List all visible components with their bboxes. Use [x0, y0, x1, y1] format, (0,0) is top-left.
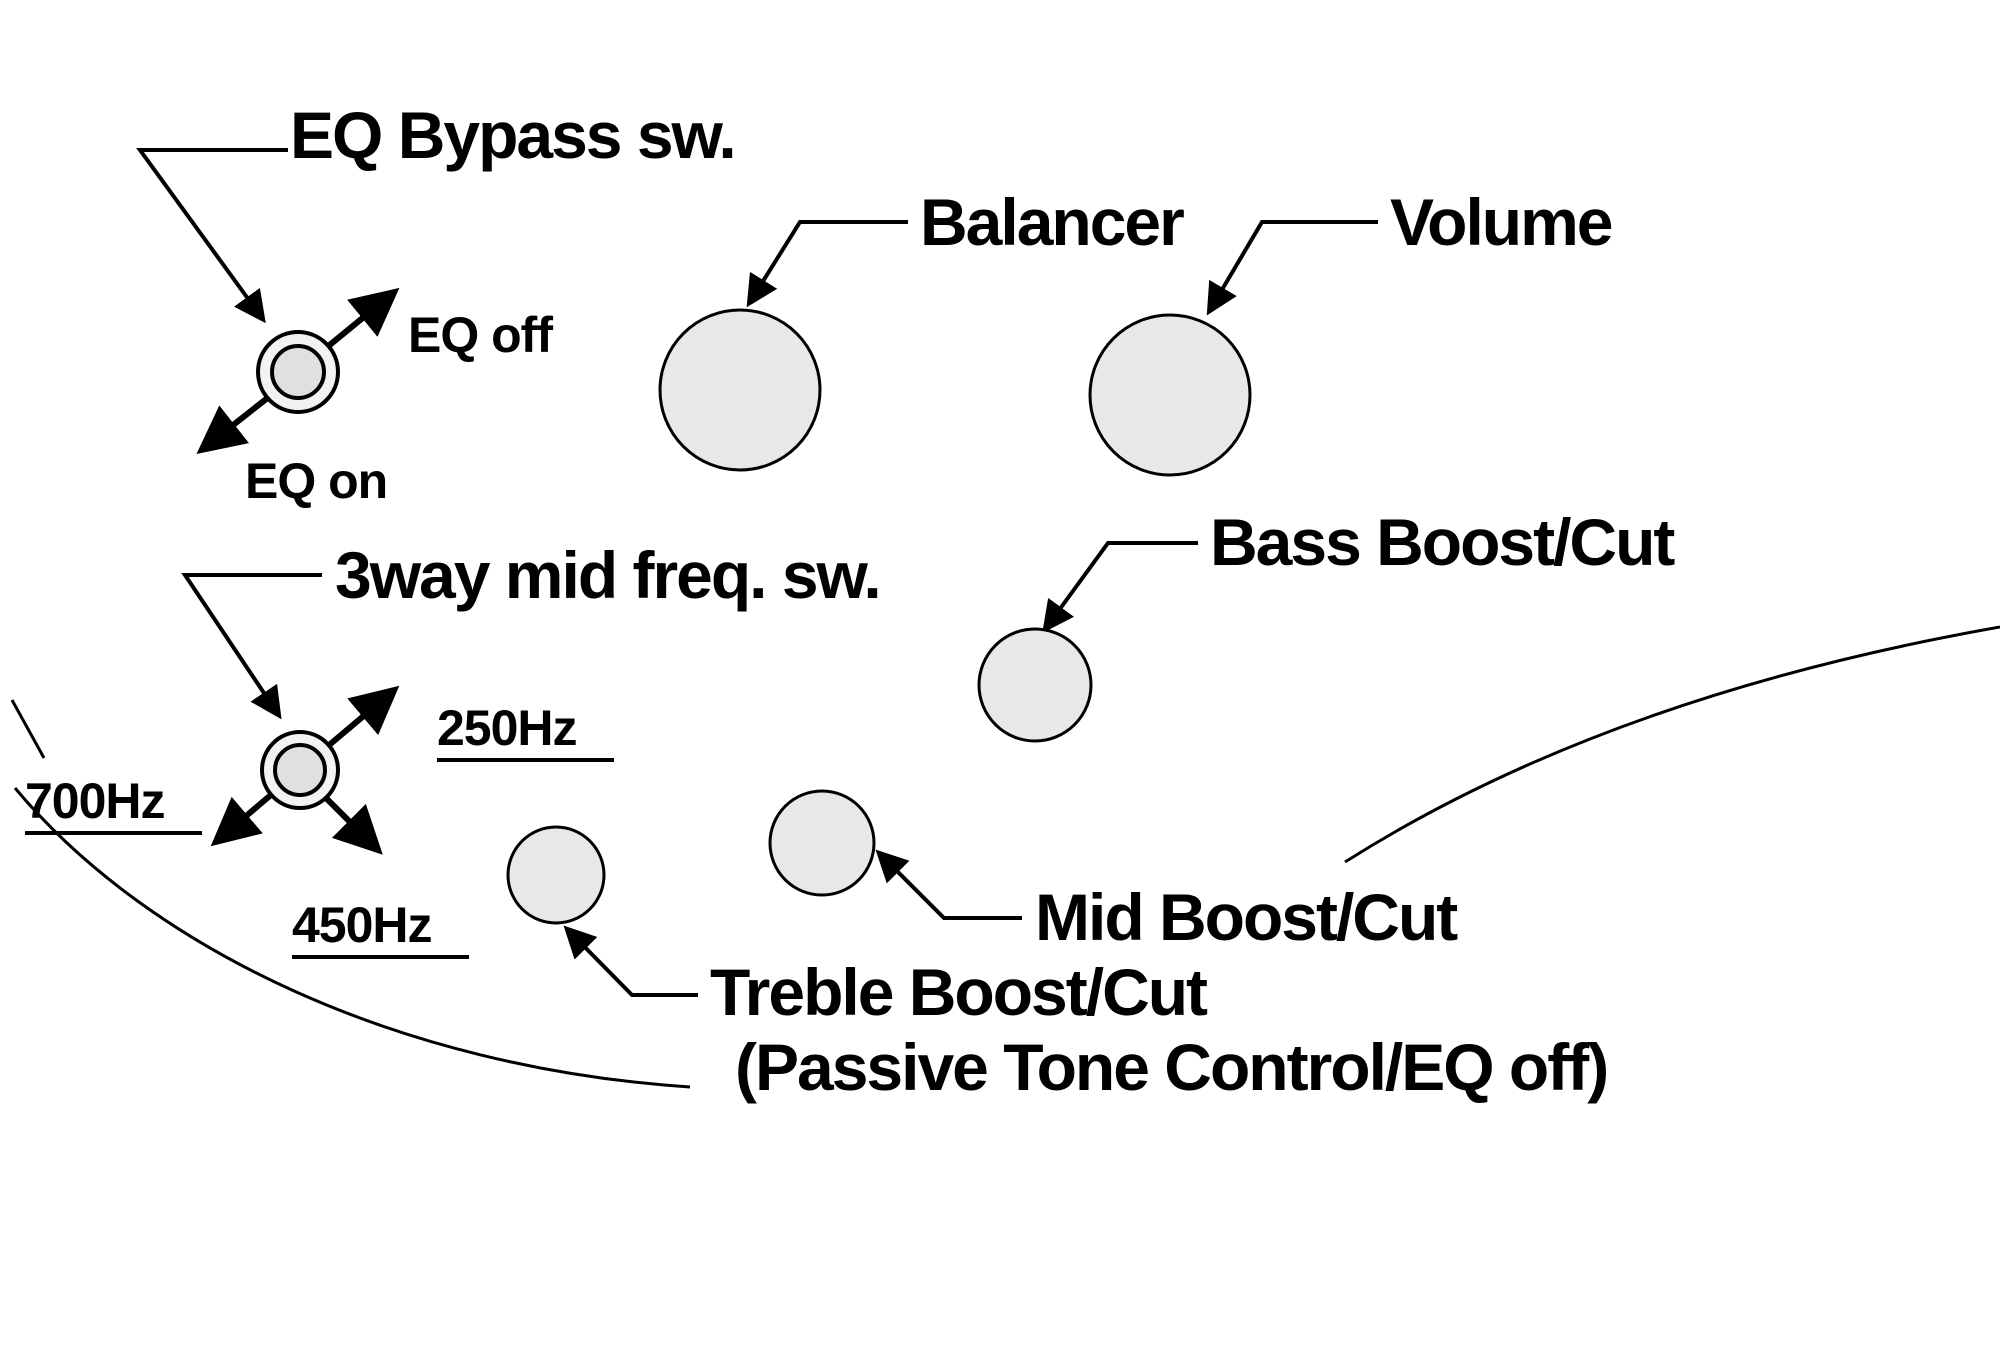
mid-leader-line [875, 849, 1022, 920]
treble-boost-cut-label: Treble Boost/Cut [710, 955, 1208, 1029]
bass-boost-cut-label: Bass Boost/Cut [1210, 505, 1675, 579]
balancer-knob [658, 308, 822, 472]
mid-freq-switch-label: 3way mid freq. sw. [335, 538, 880, 612]
freq-450-direction-arrow [321, 793, 383, 855]
freq-700-label: 700Hz [25, 773, 165, 829]
treble-knob [506, 825, 606, 925]
volume-label: Volume [1390, 185, 1612, 259]
bass-leader-line [1042, 541, 1198, 634]
eq-bypass-leader-line [136, 148, 288, 324]
balancer-label: Balancer [920, 185, 1184, 259]
body-outline-left-curve [13, 787, 691, 1089]
mid-freq-switch-cap [273, 743, 327, 797]
mid-freq-leader-line [181, 573, 322, 720]
balancer-leader-line [746, 220, 908, 308]
treble-note-label: (Passive Tone Control/EQ off) [735, 1030, 1607, 1104]
freq-700-direction-arrow [210, 791, 274, 847]
eq-on-label: EQ on [245, 453, 387, 509]
eq-bypass-label: EQ Bypass sw. [290, 98, 735, 172]
eq-off-label: EQ off [408, 307, 553, 363]
eq-on-direction-arrow [196, 393, 272, 454]
body-outline-right-curve [1344, 625, 2000, 864]
freq-450-label: 450Hz [292, 897, 432, 953]
volume-leader-line [1206, 220, 1378, 316]
freq-250-direction-arrow [326, 685, 400, 749]
eq-bypass-switch-cap [270, 344, 326, 400]
treble-leader-line [563, 925, 698, 997]
volume-knob [1088, 313, 1252, 477]
mid-boost-cut-label: Mid Boost/Cut [1035, 880, 1458, 954]
mid-knob [768, 789, 876, 897]
body-edge-tick [10, 699, 46, 759]
freq-250-label: 250Hz [437, 700, 577, 756]
eq-off-direction-arrow [324, 287, 400, 351]
bass-knob [977, 627, 1093, 743]
